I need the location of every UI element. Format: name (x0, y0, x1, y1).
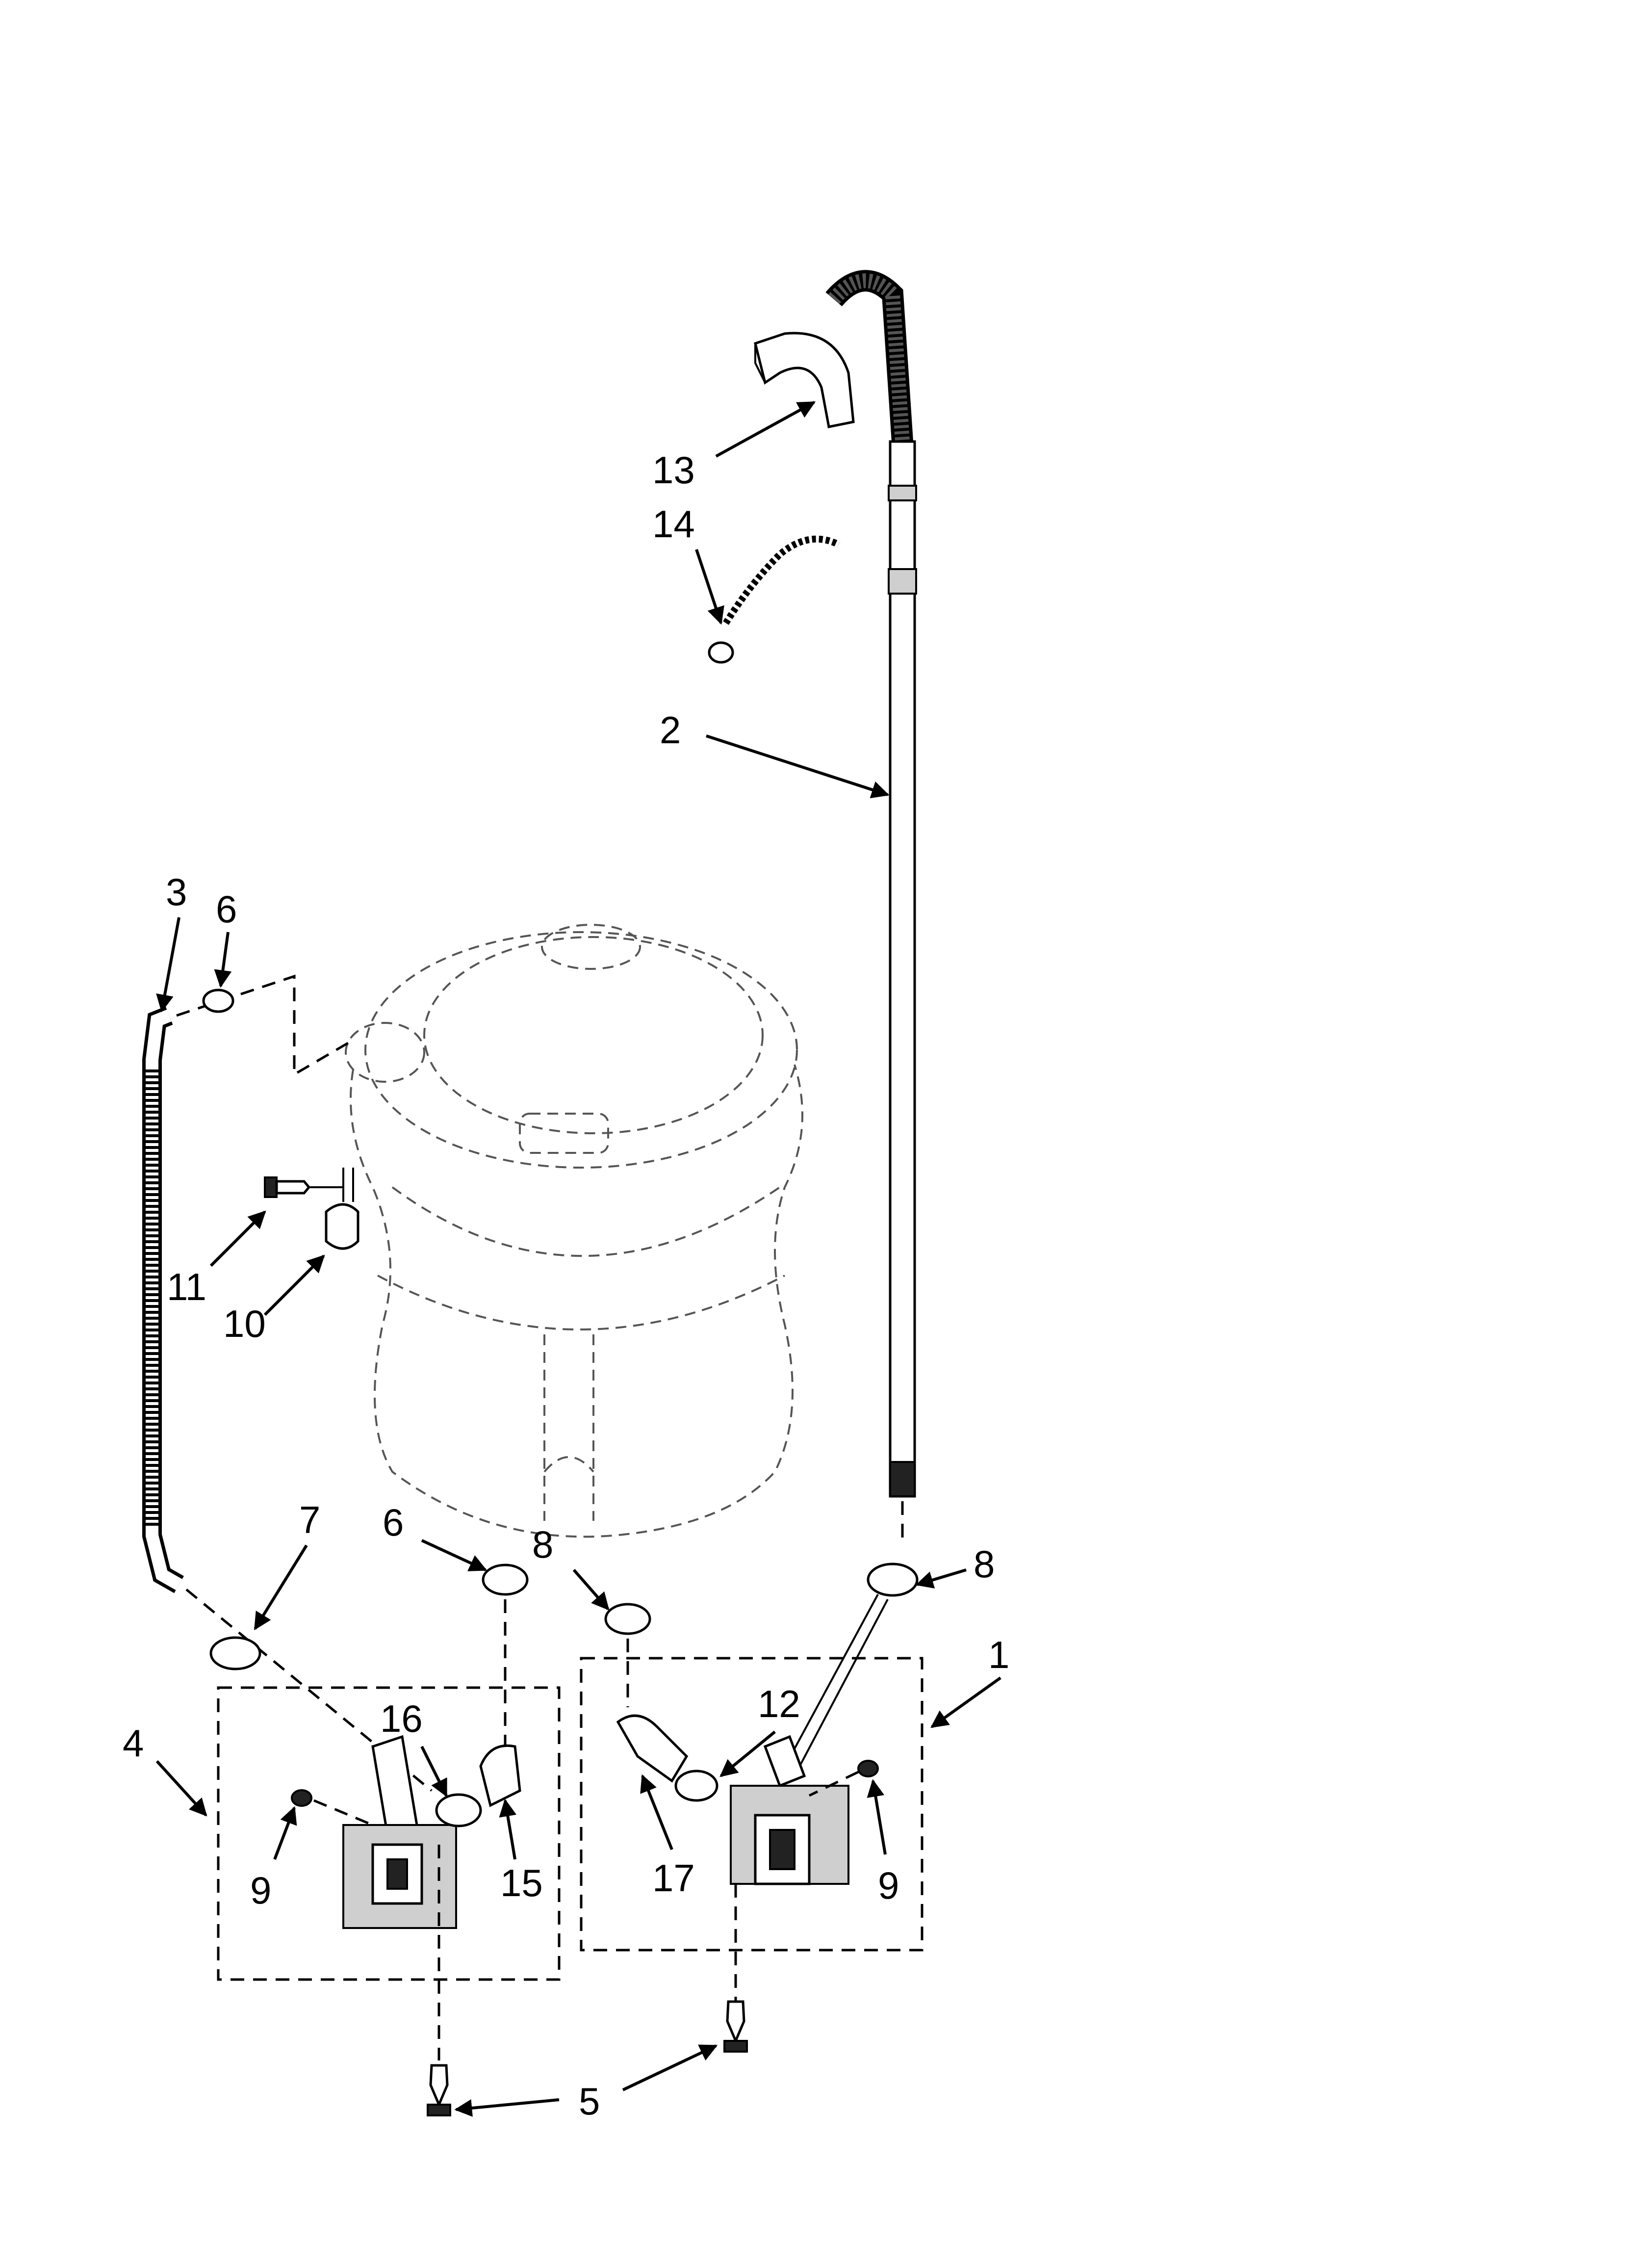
leader-lines (155, 401, 1001, 2117)
callout-10: 10 (223, 1302, 266, 1345)
clamp-8-mid (604, 1603, 651, 1707)
bead-strap (708, 535, 841, 664)
callout-9-right: 9 (878, 1864, 899, 1907)
pump-hose (142, 974, 433, 1792)
callout-14: 14 (652, 502, 695, 546)
pump-assembly-right (580, 1657, 924, 1952)
callout-4: 4 (123, 1721, 144, 1765)
callout-17: 17 (652, 1856, 695, 1900)
screw-5-left (427, 1845, 451, 2116)
pump-assembly-left (217, 1686, 561, 1981)
clamp-8-right (779, 1563, 919, 1776)
callout-15: 15 (500, 1861, 543, 1904)
clamp-7 (209, 1636, 261, 1670)
callout-5: 5 (579, 2080, 600, 2123)
callout-3: 3 (166, 870, 187, 913)
pressure-sensor (325, 1168, 359, 1250)
callout-9-left: 9 (250, 1869, 271, 1912)
callout-2: 2 (660, 708, 681, 752)
tub-outline (345, 924, 803, 1538)
callout-7: 7 (299, 1498, 320, 1541)
callout-8-right: 8 (974, 1542, 995, 1586)
callout-13: 13 (652, 448, 695, 492)
callout-6-top: 6 (216, 887, 237, 931)
callout-16: 16 (380, 1697, 423, 1740)
screw-11 (264, 1176, 343, 1198)
screw-5-right (723, 1884, 748, 2053)
hose-guide (754, 332, 855, 428)
drain-hose (825, 270, 917, 1545)
callout-1: 1 (988, 1633, 1009, 1676)
clamp-6-top (202, 989, 234, 1013)
callout-11: 11 (167, 1265, 206, 1308)
callout-8-mid: 8 (532, 1523, 553, 1566)
callout-12: 12 (758, 1682, 800, 1725)
clamp-6-mid (482, 1564, 529, 1747)
callout-6-mid: 6 (383, 1501, 404, 1544)
